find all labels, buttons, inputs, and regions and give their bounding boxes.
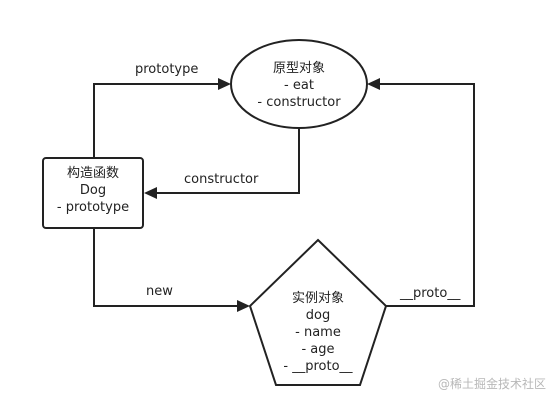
prototype-object-method: - eat bbox=[284, 78, 314, 93]
constructor-function-prototype-prop: - prototype bbox=[57, 200, 129, 215]
edge-proto-line bbox=[375, 83, 475, 307]
edge-new-line bbox=[93, 228, 241, 307]
edge-proto-arrowhead bbox=[367, 78, 380, 90]
edge-prototype-label: prototype bbox=[135, 62, 198, 77]
edge-proto-label: __proto__ bbox=[399, 286, 461, 301]
instance-object-age-prop: - age bbox=[301, 342, 334, 357]
prototype-object-ellipse bbox=[230, 39, 368, 129]
constructor-function-box bbox=[42, 157, 144, 229]
node-constructor-function: 构造函数 Dog - prototype bbox=[42, 157, 144, 229]
constructor-function-title: 构造函数 bbox=[67, 166, 119, 181]
prototype-object-constructor-prop: - constructor bbox=[257, 95, 341, 110]
edge-prototype-arrowhead bbox=[218, 78, 231, 90]
instance-object-name: dog bbox=[306, 308, 330, 323]
edge-prototype-line bbox=[93, 83, 224, 158]
edge-new: new bbox=[93, 228, 250, 312]
instance-object-title: 实例对象 bbox=[292, 291, 344, 306]
instance-object-pentagon bbox=[248, 238, 388, 386]
constructor-function-name: Dog bbox=[80, 183, 106, 198]
prototype-object-title: 原型对象 bbox=[273, 61, 325, 76]
edge-proto: __proto__ bbox=[367, 78, 475, 307]
instance-object-name-prop: - name bbox=[295, 325, 341, 340]
edge-new-arrowhead bbox=[237, 300, 250, 312]
edge-constructor-label: constructor bbox=[184, 172, 259, 187]
node-instance-object: 实例对象 dog - name - age - __proto__ bbox=[248, 238, 388, 386]
instance-object-proto-prop: - __proto__ bbox=[283, 359, 353, 374]
edge-constructor: constructor bbox=[144, 128, 300, 199]
edge-prototype: prototype bbox=[93, 62, 231, 158]
watermark-text: @稀土掘金技术社区 bbox=[438, 376, 546, 391]
edge-constructor-arrowhead bbox=[144, 187, 157, 199]
node-prototype-object: 原型对象 - eat - constructor bbox=[230, 39, 368, 129]
edge-constructor-line bbox=[153, 128, 300, 194]
edge-new-label: new bbox=[146, 284, 173, 299]
